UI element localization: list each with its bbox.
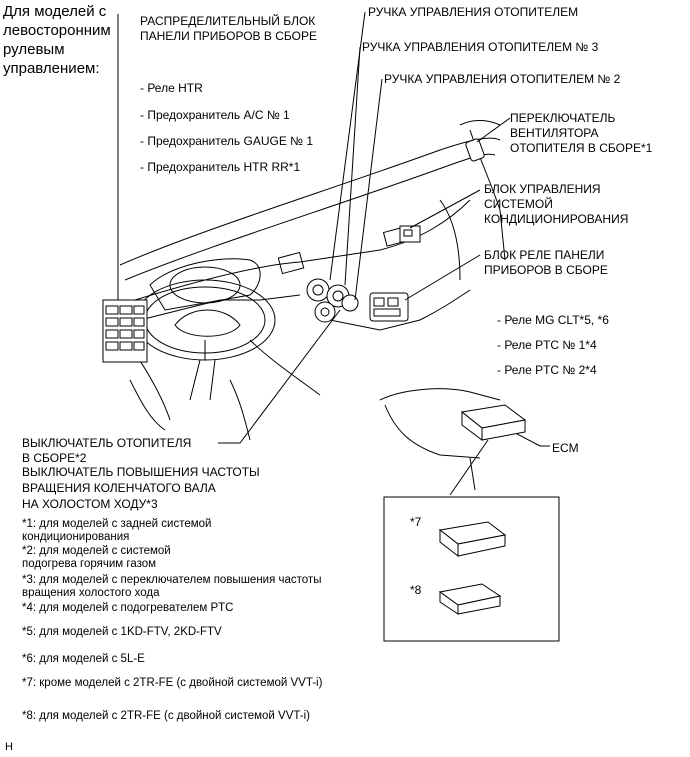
leader-lines [117, 11, 550, 496]
header-note-line-1: Для моделей с [3, 3, 107, 20]
relay-item: - Реле MG CLT*5, *6 [497, 313, 609, 327]
junction-item: - Предохранитель GAUGE № 1 [140, 134, 314, 148]
ecm-drawing [460, 404, 527, 441]
relay-block-drawing [369, 292, 409, 322]
heater-knob-label: РУЧКА УПРАВЛЕНИЯ ОТОПИТЕЛЕМ [368, 5, 579, 19]
footnote: *1: для моделей с задней системой [22, 518, 212, 530]
idle-up-label-3: НА ХОЛОСТОМ ХОДУ*3 [22, 497, 158, 511]
idle-up-label-1: ВЫКЛЮЧАТЕЛЬ ПОВЫШЕНИЯ ЧАСТОТЫ [22, 465, 260, 479]
footnote: *8: для моделей с 2TR-FE (с двойной сист… [22, 710, 310, 722]
footnote: *2: для моделей с системой [22, 545, 171, 557]
junction-item: - Реле HTR [140, 81, 203, 95]
relay-item: - Реле PTC № 2*4 [497, 363, 597, 377]
header-note-line-4: управлением: [3, 60, 100, 77]
footnote: *6: для моделей с 5L-E [22, 653, 145, 665]
inset-7-label: *7 [410, 515, 422, 529]
footnote: кондиционирования [22, 531, 130, 543]
ecm-variant-7-drawing [438, 521, 507, 558]
footnote: *3: для моделей с переключателем повышен… [22, 574, 322, 586]
footnote: подогрева горячим газом [22, 558, 157, 570]
ac-ecu-drawing [399, 225, 421, 243]
footer-mark: H [5, 741, 13, 753]
footnote: вращения холостого хода [22, 587, 160, 599]
junction-block-drawing [102, 299, 148, 363]
ecm-variants-inset [383, 496, 560, 642]
ecm-variant-8-drawing [438, 583, 502, 615]
ecm-area-drawing [379, 388, 501, 491]
inset-8-label: *8 [410, 583, 422, 597]
blower-switch-label-2: ВЕНТИЛЯТОРА [510, 126, 599, 140]
blower-switch-drawing [465, 138, 485, 162]
ecm-label: ECM [552, 441, 579, 455]
relay-block-label-1: БЛОК РЕЛЕ ПАНЕЛИ [484, 248, 605, 262]
ac-ecu-label-3: КОНДИЦИОНИРОВАНИЯ [484, 212, 629, 226]
dashboard-outline [119, 120, 506, 441]
header-note-line-3: рулевым [3, 41, 65, 58]
junction-item: - Предохранитель A/C № 1 [140, 108, 290, 122]
footnote: *4: для моделей с подогревателем PTC [22, 602, 234, 614]
heater-switch-label-1: ВЫКЛЮЧАТЕЛЬ ОТОПИТЕЛЯ [22, 436, 192, 450]
heater-knob-2-label: РУЧКА УПРАВЛЕНИЯ ОТОПИТЕЛЕМ № 2 [384, 72, 621, 86]
blower-switch-label-3: ОТОПИТЕЛЯ В СБОРЕ*1 [510, 141, 653, 155]
ac-ecu-label-2: СИСТЕМОЙ [484, 197, 553, 211]
footnote: *7: кроме моделей с 2TR-FE (с двойной си… [22, 677, 323, 689]
heater-switch-label-2: В СБОРЕ*2 [22, 451, 87, 465]
relay-item: - Реле PTC № 1*4 [497, 338, 597, 352]
heater-knobs-drawing [306, 278, 359, 323]
ac-ecu-label-1: БЛОК УПРАВЛЕНИЯ [484, 182, 601, 196]
junction-item: - Предохранитель HTR RR*1 [140, 160, 301, 174]
header-note-line-2: левосторонним [3, 22, 111, 39]
idle-up-label-2: ВРАЩЕНИЯ КОЛЕНЧАТОГО ВАЛА [22, 481, 216, 495]
heater-knob-3-label: РУЧКА УПРАВЛЕНИЯ ОТОПИТЕЛЕМ № 3 [362, 40, 599, 54]
junction-block-label-1: РАСПРЕДЕЛИТЕЛЬНЫЙ БЛОК [140, 14, 316, 28]
blower-switch-label-1: ПЕРЕКЛЮЧАТЕЛЬ [510, 111, 616, 125]
junction-block-label-2: ПАНЕЛИ ПРИБОРОВ В СБОРЕ [140, 29, 317, 43]
footnote: *5: для моделей с 1KD-FTV, 2KD-FTV [22, 626, 222, 638]
relay-block-label-2: ПРИБОРОВ В СБОРЕ [484, 263, 608, 277]
